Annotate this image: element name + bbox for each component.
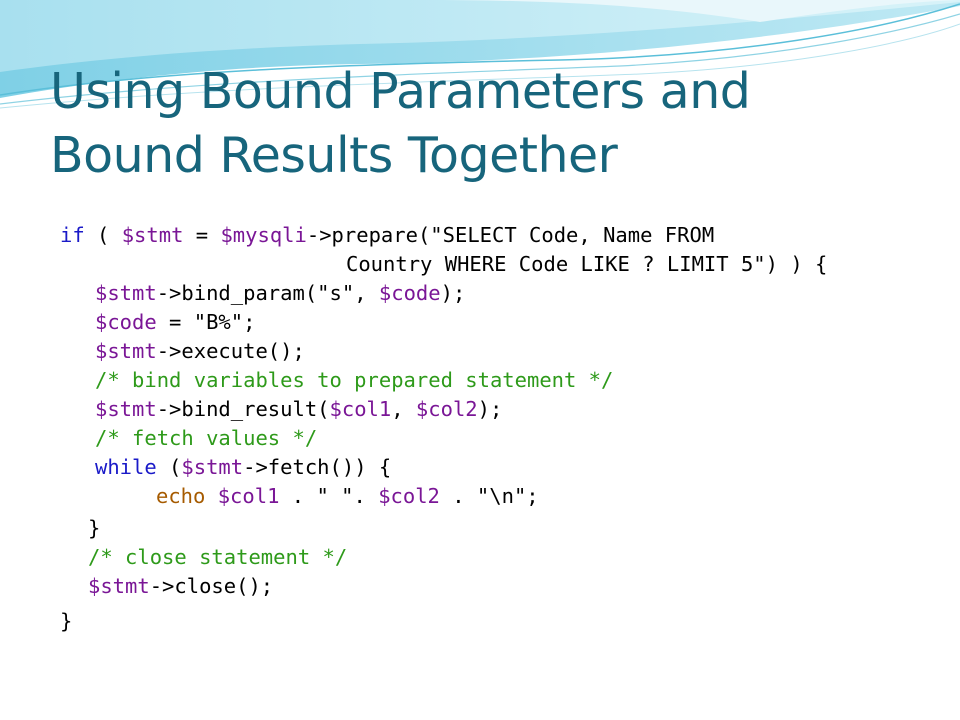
code-line-2: Country WHERE Code LIKE ? LIMIT 5") ) {: [346, 250, 827, 278]
code-text: }: [60, 609, 73, 633]
code-line-10: echo $col1 . " ". $col2 . "\n";: [156, 482, 539, 510]
code-line-5: $stmt->execute();: [95, 337, 305, 365]
variable-stmt: $stmt: [95, 281, 157, 305]
code-line-14: }: [60, 607, 72, 635]
variable-code: $code: [378, 281, 441, 305]
code-text: );: [440, 281, 466, 305]
variable-stmt: $stmt: [95, 339, 157, 363]
code-line-7: $stmt->bind_result($col1, $col2);: [95, 395, 502, 423]
code-text: }: [88, 516, 101, 540]
variable-stmt: $stmt: [121, 223, 184, 247]
code-text: ->fetch()) {: [243, 455, 392, 479]
keyword-if: if: [60, 223, 85, 247]
code-comment: /* fetch values */: [95, 426, 318, 450]
code-line-12: /* close statement */: [88, 543, 347, 571]
code-text: ->close();: [149, 574, 274, 598]
code-text: =: [183, 223, 221, 247]
variable-stmt: $stmt: [88, 574, 150, 598]
slide-title: Using Bound Parameters and Bound Results…: [50, 60, 930, 188]
code-text: . " ".: [279, 484, 379, 508]
header-wave-decoration: [0, 0, 960, 109]
code-text: );: [477, 397, 503, 421]
code-comment: /* close statement */: [88, 545, 348, 569]
slide-title-line-1: Using Bound Parameters and: [50, 63, 751, 120]
code-text: [205, 484, 217, 508]
code-line-1: if ( $stmt = $mysqli->prepare("SELECT Co…: [60, 221, 714, 249]
code-line-3: $stmt->bind_param("s", $code);: [95, 279, 465, 307]
variable-col2: $col2: [378, 484, 440, 508]
code-text: Country WHERE Code LIKE ? LIMIT 5") ) {: [346, 252, 828, 276]
variable-col1: $col1: [217, 484, 280, 508]
code-text: . "\n";: [439, 484, 539, 508]
code-line-4: $code = "B%";: [95, 308, 255, 336]
code-text: ->prepare("SELECT Code, Name FROM: [306, 223, 715, 247]
code-line-9: while ($stmt->fetch()) {: [95, 453, 391, 481]
variable-mysqli: $mysqli: [220, 223, 307, 247]
code-text: ->execute();: [156, 339, 305, 363]
code-line-6: /* bind variables to prepared statement …: [95, 366, 613, 394]
function-echo: echo: [156, 484, 206, 508]
variable-code: $code: [95, 310, 157, 334]
code-line-13: $stmt->close();: [88, 572, 273, 600]
code-text: ,: [391, 397, 416, 421]
variable-stmt: $stmt: [95, 397, 157, 421]
code-text: (: [84, 223, 122, 247]
variable-stmt: $stmt: [181, 455, 244, 479]
code-text: (: [156, 455, 182, 479]
variable-col2: $col2: [415, 397, 478, 421]
code-text: = "B%";: [156, 310, 256, 334]
keyword-while: while: [95, 455, 157, 479]
code-line-8: /* fetch values */: [95, 424, 317, 452]
code-text: ->bind_result(: [156, 397, 330, 421]
code-text: ->bind_param("s",: [156, 281, 379, 305]
code-comment: /* bind variables to prepared statement …: [95, 368, 614, 392]
variable-col1: $col1: [329, 397, 392, 421]
code-line-11: }: [88, 514, 100, 542]
slide-title-line-2: Bound Results Together: [50, 127, 618, 184]
